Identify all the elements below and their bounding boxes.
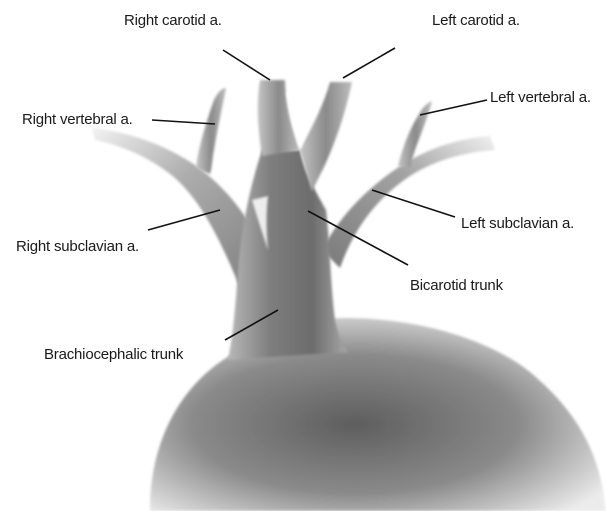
leader-right-carotid	[223, 50, 270, 80]
label-right-carotid: Right carotid a.	[124, 12, 222, 29]
label-brachiocephalic-trunk: Brachiocephalic trunk	[44, 346, 183, 363]
label-right-vertebral: Right vertebral a.	[22, 111, 133, 128]
label-left-subclavian: Left subclavian a.	[461, 215, 574, 232]
right-vertebral-artery	[196, 88, 226, 174]
leader-right-vertebral	[152, 120, 215, 124]
label-left-carotid: Left carotid a.	[432, 12, 520, 29]
label-left-vertebral: Left vertebral a.	[490, 89, 591, 106]
label-bicarotid-trunk: Bicarotid trunk	[410, 277, 503, 294]
leader-left-carotid	[343, 48, 395, 78]
leader-left-subclavian	[372, 190, 455, 217]
label-right-subclavian: Right subclavian a.	[16, 238, 139, 255]
aortic-arch	[150, 318, 606, 511]
